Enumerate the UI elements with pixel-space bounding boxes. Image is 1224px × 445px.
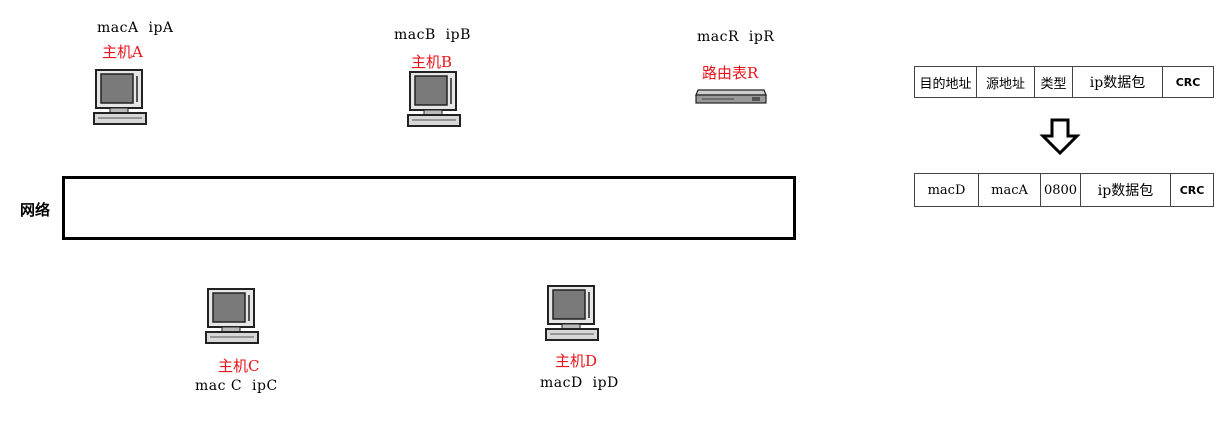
host-a-label: 主机A <box>102 43 143 61</box>
frame-before-src: 源地址 <box>977 67 1035 97</box>
frame-after-dest: macD <box>915 174 979 206</box>
host-b-address: macB ipB <box>394 27 471 43</box>
frame-before: 目的地址 源地址 类型 ip数据包 CRC <box>914 66 1214 98</box>
host-c-label: 主机C <box>218 357 260 375</box>
network-label: 网络 <box>20 201 51 219</box>
frame-after-src: macA <box>979 174 1041 206</box>
computer-icon <box>205 288 259 344</box>
host-c-address: mac C ipC <box>195 378 278 394</box>
frame-after-type: 0800 <box>1041 174 1081 206</box>
frame-before-payload: ip数据包 <box>1073 67 1163 97</box>
router-label: 路由表R <box>702 64 759 82</box>
frame-after-crc: CRC <box>1179 183 1205 197</box>
down-arrow-icon <box>1039 118 1081 156</box>
host-b-label: 主机B <box>411 53 453 71</box>
host-d-address: macD ipD <box>540 375 619 391</box>
frame-before-dest: 目的地址 <box>915 67 977 97</box>
router-address: macR ipR <box>697 29 775 45</box>
network-box <box>62 176 796 240</box>
computer-icon <box>545 285 599 341</box>
host-a-address: macA ipA <box>97 20 174 36</box>
host-d-label: 主机D <box>555 352 598 370</box>
frame-before-crc: CRC <box>1175 75 1201 89</box>
computer-icon <box>407 71 461 127</box>
frame-after: macD macA 0800 ip数据包 CRC <box>914 173 1214 207</box>
router-icon <box>695 89 767 104</box>
frame-after-payload: ip数据包 <box>1081 174 1171 206</box>
frame-before-type: 类型 <box>1035 67 1073 97</box>
computer-icon <box>93 69 147 125</box>
